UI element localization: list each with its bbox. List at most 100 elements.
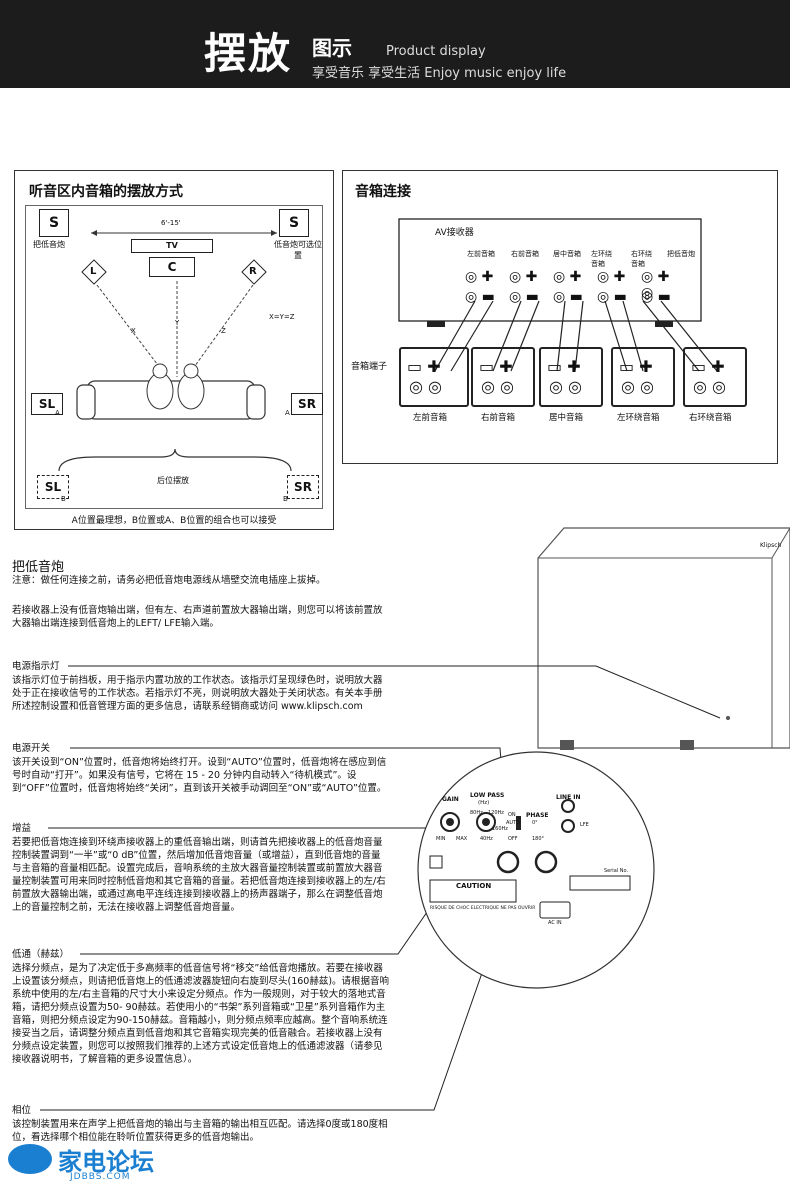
watermark: 家电论坛 JDBBS.COM: [8, 1140, 188, 1184]
watermark-url: JDBBS.COM: [70, 1172, 131, 1182]
placement-lines: [58, 230, 292, 472]
line-in-label: LINE IN: [556, 794, 581, 801]
terminal-minus-icon: ◎ ▬: [509, 289, 539, 305]
terminal-plus-icon: ◎ ✚: [509, 269, 538, 285]
speaker-label-front-left: 左前音箱: [413, 413, 448, 423]
watermark-logo-text: 家电论坛: [58, 1148, 154, 1176]
sub-left-caption: 把低音炮: [33, 240, 65, 249]
position-b-left: B: [61, 495, 66, 503]
channel-front-left: 左前音箱: [467, 250, 495, 258]
phase-label: PHASE: [526, 812, 549, 819]
channel-subwoofer: 把低音炮: [667, 250, 695, 258]
speaker-terminal-icon: ◎ ◎: [693, 377, 727, 396]
receiver-terminals: ◎ ✚ ◎ ✚ ◎ ✚ ◎ ✚ ◎ ✚ ◎ ◎ ▬ ◎ ▬ ◎ ▬ ◎ ▬ ◎ …: [465, 269, 685, 309]
serial-label: Serial No.: [604, 868, 629, 874]
surround-left-a-label: SL: [38, 397, 56, 411]
speaker-label-front-right: 右前音箱: [481, 413, 516, 423]
channel-surround-left: 左环绕音箱: [591, 250, 612, 268]
speaker-terminal-icon: ◎ ◎: [621, 377, 655, 396]
speaker-terminal-box: ▭ ✚ ◎ ◎: [399, 347, 469, 407]
center-speaker-box: C: [149, 257, 195, 277]
sub-right-label: S: [288, 215, 300, 231]
sub-box-left: S: [39, 209, 69, 237]
hz-label: (Hz): [478, 800, 490, 806]
phase-title: 相位: [12, 1105, 32, 1116]
risque-label: RISQUE DE CHOC ELECTRIQUE NE PAS OUVRIR: [430, 906, 536, 911]
left-speaker-label: L: [90, 266, 97, 277]
terminal-plus-icon: ◎ ✚: [597, 269, 626, 285]
hz80-label: 80Hz: [470, 810, 483, 816]
connection-diagram: [398, 218, 718, 372]
tv-label: TV: [166, 241, 178, 250]
min-label: MIN: [436, 836, 446, 842]
room-frame: [25, 205, 323, 509]
sub-box-right: S: [279, 209, 309, 237]
subwoofer-heading: 把低音炮: [12, 560, 65, 575]
auto-label: AUTO: [506, 820, 521, 826]
speaker-label-surround-right: 右环绕音箱: [689, 413, 732, 423]
speaker-terminal-icon: ◎ ◎: [549, 377, 583, 396]
lfe-label: LFE: [580, 822, 589, 828]
header-subtitle: 图示: [312, 36, 352, 60]
connection-title: 音箱连接: [355, 184, 411, 200]
x-label: X: [131, 327, 136, 335]
hz160-label: 160Hz: [492, 826, 508, 832]
low-pass-label: LOW PASS: [470, 792, 505, 799]
subwoofer-intro: 若接收器上没有低音炮输出端，但有左、右声道前置放大器输出端，则您可以将该前置放大…: [12, 605, 383, 629]
hz120-label: 120Hz: [488, 810, 504, 816]
gain-body: 若要把低音炮连接到环绕声接收器上的重低音输出端，则请首先把接收器上的低音炮音量控…: [12, 837, 386, 913]
power-light-body: 该指示灯位于前挡板，用于指示内置功放的工作状态。该指示灯呈现绿色时，说明放大器处…: [12, 675, 383, 712]
off-label: OFF: [508, 836, 518, 842]
deg180-label: 180°: [532, 836, 545, 842]
terminal-minus-icon: ◎ ▬: [597, 289, 627, 305]
terminal-minus-icon: ◎ ▬: [465, 289, 495, 305]
phase-body: 该控制装置用来在声学上把低音炮的输出与主音箱的输出相互匹配。请选择0度或180度…: [12, 1119, 388, 1143]
speaker-terminal-icon: ▭ ✚: [479, 357, 513, 376]
sub-right-caption: 低音炮可选位置: [274, 240, 322, 260]
low-pass-body: 选择分频点，是为了决定低于多高频率的低音信号将“移交”给低音炮播放。若要在接收器…: [12, 963, 390, 1065]
ac-in-label: AC IN: [548, 920, 562, 926]
speaker-label-center: 居中音箱: [549, 413, 584, 423]
right-speaker-label: R: [249, 266, 257, 277]
speaker-terminal-box: ▭ ✚ ◎ ◎: [471, 347, 535, 407]
header-en-line2: 享受音乐 享受生活 Enjoy music enjoy life: [312, 66, 567, 81]
gain-title: 增益: [12, 823, 32, 834]
position-b-right: B: [283, 495, 288, 503]
channel-center: 居中音箱: [553, 250, 581, 258]
max-label: MAX: [456, 836, 468, 842]
connection-panel: 音箱连接 AV接收器 左前音箱 右前音箱 居中音箱 左环绕音箱 右环绕音箱 把低…: [342, 170, 778, 464]
tv-box: TV: [131, 239, 213, 253]
channel-surround-right: 右环绕音箱: [631, 250, 652, 268]
speaker-label-surround-left: 左环绕音箱: [617, 413, 660, 423]
terminal-plus-icon: ◎ ✚: [553, 269, 582, 285]
z-label: Z: [221, 327, 226, 335]
speaker-terminal-icon: ▭ ✚: [691, 357, 725, 376]
surround-left-a-box: SL: [31, 393, 63, 415]
caution-label: CAUTION: [456, 882, 492, 890]
receiver-label: AV接收器: [435, 228, 474, 238]
watermark-logo-icon: [8, 1144, 52, 1174]
low-pass-title: 低通（赫兹）: [12, 949, 70, 960]
header-en-line1: Product display: [386, 44, 486, 59]
brand-label: Klipsch: [760, 542, 782, 549]
surround-left-b-box: SL: [37, 475, 69, 499]
center-label: C: [167, 260, 177, 274]
header-title: 摆放: [204, 29, 293, 78]
placement-panel: 听音区内音箱的摆放方式 S 把低音炮 S 低音炮可选位置 6'-15' TV C…: [14, 170, 334, 530]
on-label: ON: [508, 812, 516, 818]
speaker-terminal-box: ▭ ✚ ◎ ◎: [683, 347, 747, 407]
power-light-title: 电源指示灯: [12, 661, 60, 672]
subwoofer-note: 注意：做任何连接之前，请务必把低音炮电源线从墙壁交流电插座上拔掉。: [12, 575, 326, 586]
surround-right-b-label: SR: [294, 480, 312, 494]
speaker-terminal-icon: ▭ ✚: [619, 357, 653, 376]
speaker-terminal-icon: ▭ ✚: [407, 357, 441, 376]
power-switch-title: 电源开关: [12, 743, 51, 754]
deg0-label: 0°: [532, 820, 538, 826]
terminal-label: 音箱端子: [351, 362, 388, 372]
surround-left-b-label: SL: [44, 480, 62, 494]
position-a-left: A: [55, 409, 60, 417]
width-label: 6'-15': [161, 219, 181, 227]
terminal-minus-icon: ◎ ▬: [641, 289, 671, 305]
surround-right-b-box: SR: [287, 475, 319, 499]
